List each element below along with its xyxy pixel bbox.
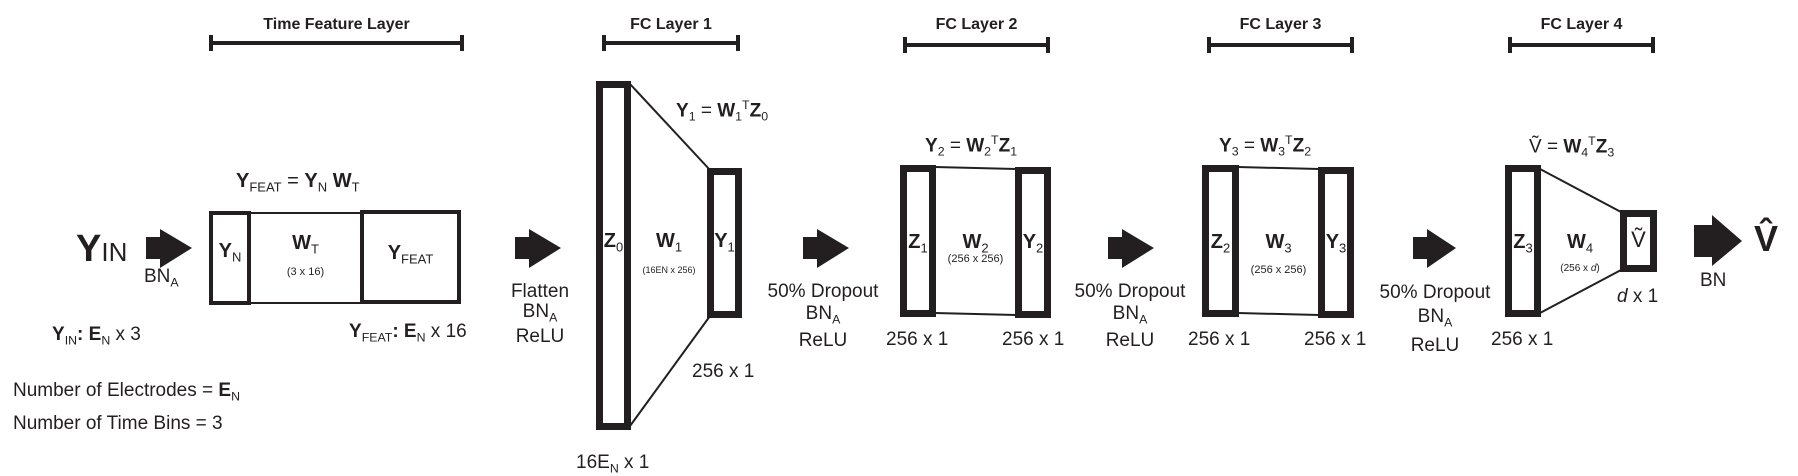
final-bn-label: BN — [1700, 270, 1727, 291]
w2-size: (256 x 256) — [947, 253, 1004, 265]
arrow-icon — [803, 229, 849, 268]
bracket-time-feature — [209, 35, 464, 51]
v-tilde-vector — [1620, 210, 1657, 272]
layer-title-fc1: FC Layer 1 — [630, 16, 712, 33]
arrow-icon — [146, 229, 192, 268]
wt-region — [249, 212, 362, 304]
layer-title-fc4: FC Layer 4 — [1540, 16, 1623, 33]
y2-label: Y2 — [1022, 231, 1044, 256]
layer-title-fc2: FC Layer 2 — [935, 16, 1018, 33]
arrow-icon — [1413, 229, 1456, 268]
z0-dims: 16EN x 1 — [576, 452, 650, 476]
y3-vector — [1318, 167, 1354, 318]
input-dims: YIN: EN x 3 — [52, 324, 141, 348]
z2-label: Z2 — [1210, 231, 1231, 256]
z0-vector — [596, 81, 631, 430]
output-v-hat: V̂ — [1754, 218, 1779, 259]
z1-vector — [900, 165, 936, 317]
layer-title-fc3: FC Layer 3 — [1239, 16, 1322, 33]
transition-3-label: 50% Dropout BNA ReLU — [1074, 281, 1186, 352]
z1-label: Z1 — [908, 231, 928, 256]
fc3-bottom-edge — [1237, 312, 1320, 316]
fc3-top-edge — [1237, 166, 1320, 170]
y3-label: Y3 — [1325, 231, 1347, 256]
w3-size: (256 x 256) — [1250, 264, 1307, 276]
note-electrodes: Number of Electrodes = EN — [13, 380, 241, 404]
yn-box — [209, 211, 251, 305]
bracket-fc1 — [602, 35, 740, 51]
transition-2-label: 50% Dropout BNA ReLU — [767, 281, 879, 352]
z2-vector — [1202, 165, 1239, 317]
fc2-equation: Y2 = W2TZ1 — [925, 133, 1018, 159]
arrow-icon — [1108, 229, 1154, 268]
y2-dims: 256 x 1 — [1002, 329, 1065, 350]
layer-title-time-feature: Time Feature Layer — [263, 16, 410, 33]
wt-size: (3 x 16) — [286, 266, 325, 278]
fc4-bottom-edge — [1539, 269, 1622, 314]
input-arrow-label: BNA — [144, 266, 179, 290]
y2-vector — [1015, 167, 1051, 318]
z2-dims: 256 x 1 — [1188, 329, 1251, 350]
arrow-icon — [515, 229, 561, 268]
w4-size: (256 x d) — [1560, 263, 1600, 274]
fc1-top-edge — [629, 83, 711, 171]
fc4-equation: Ṽ = W4TZ3 — [1529, 134, 1615, 160]
y1-dims: 256 x 1 — [692, 361, 755, 382]
yfeat-dims: YFEAT: EN x 16 — [349, 321, 467, 345]
w4-label: W4 — [1566, 231, 1594, 256]
fc4-top-edge — [1539, 168, 1622, 213]
wt-label: WT — [292, 232, 319, 257]
v-tilde-dims: d x 1 — [1617, 286, 1659, 307]
bracket-fc3 — [1207, 37, 1354, 53]
fc3-equation: Y3 = W3TZ2 — [1219, 133, 1312, 159]
input-symbol: YIN — [76, 228, 128, 270]
y3-dims: 256 x 1 — [1304, 329, 1367, 350]
transition-4-label: 50% Dropout BNA ReLU — [1379, 282, 1491, 357]
note-time-bins: Number of Time Bins = 3 — [13, 413, 223, 434]
bracket-fc2 — [903, 37, 1050, 53]
w2-label: W2 — [962, 231, 989, 256]
w1-size: (16EN x 256) — [642, 265, 696, 275]
z3-label: Z3 — [1513, 231, 1533, 256]
arrow-icon — [1694, 215, 1742, 266]
fc1-equation: Y1 = W1TZ0 — [676, 98, 769, 124]
yfeat-box — [360, 210, 461, 304]
y1-vector — [707, 168, 742, 318]
bracket-fc4 — [1508, 37, 1655, 53]
z3-vector — [1505, 165, 1541, 317]
yfeat-label: YFEAT — [387, 242, 434, 267]
w1-label: W1 — [655, 230, 683, 255]
w3-label: W3 — [1265, 231, 1292, 256]
time-feature-equation: YFEAT = YN WT — [236, 170, 360, 195]
yn-label: YN — [218, 240, 242, 265]
z1-dims: 256 x 1 — [886, 329, 949, 350]
v-tilde-label: Ṽ — [1631, 227, 1646, 252]
z0-label: Z0 — [603, 230, 624, 255]
y1-label: Y1 — [714, 230, 735, 255]
fc1-bottom-edge — [629, 315, 711, 427]
transition-1-label: Flatten BNA ReLU — [510, 281, 570, 348]
fc2-top-edge — [934, 166, 1017, 170]
z3-dims: 256 x 1 — [1491, 329, 1554, 350]
fc2-bottom-edge — [934, 312, 1017, 316]
